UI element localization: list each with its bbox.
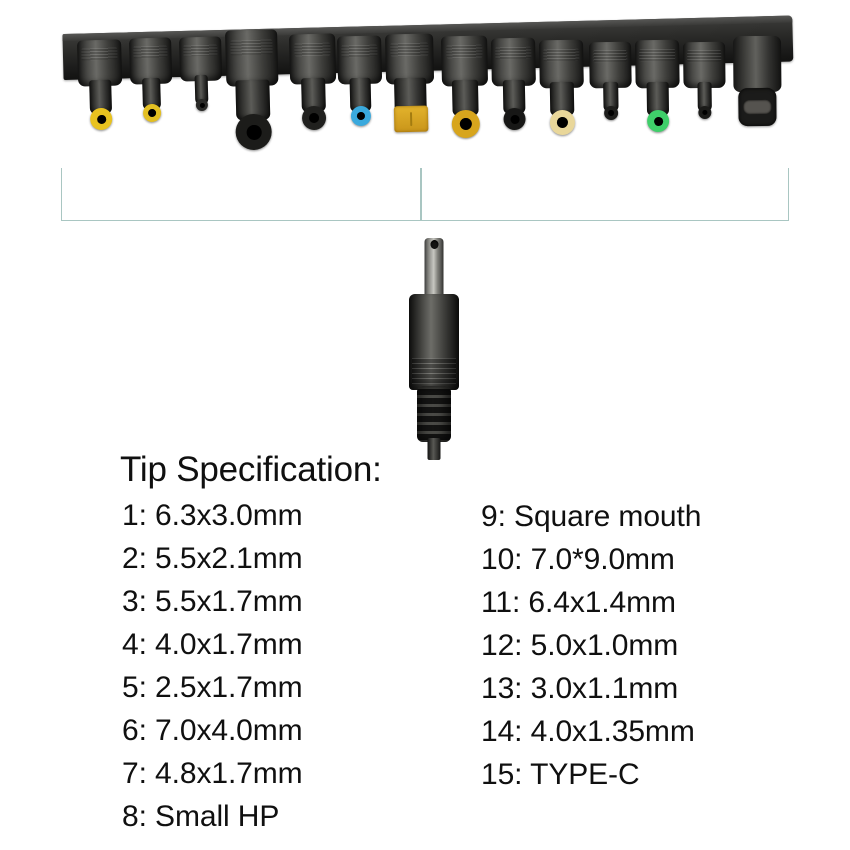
tip-usb-type-c [733,35,782,176]
spec-row-14: 14: 4.0x1.35mm [481,715,695,748]
plug-strain-relief [417,386,451,442]
tip-black-pin-small [589,41,632,133]
tip-center-hole [702,109,708,116]
tip-center-hole [245,124,262,140]
page-title: Tip Specification: [120,450,382,489]
square-mouth-face [393,105,429,132]
tip-center-hole [308,112,320,124]
tip-center-hole [653,116,663,126]
tip-body [225,29,279,87]
tip-center-hole [509,114,520,124]
tip-yellow-barrel-small [129,37,174,134]
tip-face-ring [451,109,481,139]
spec-row-4: 4: 4.0x1.7mm [122,628,303,661]
spec-row-10: 10: 7.0*9.0mm [481,543,675,576]
tip-body [733,35,782,93]
spec-list-right: 9: Square mouth 10: 7.0*9.0mm 11: 6.4x1.4m… [481,495,701,796]
tip-center-hole [96,114,106,124]
tip-face-ring [503,107,526,131]
tip-cream-ring-barrel [539,39,585,148]
spec-row-13: 13: 3.0x1.1mm [481,672,679,705]
tip-face-ring [646,109,670,133]
tip-center-hole [356,111,366,121]
tip-black-barrel-medium [289,33,338,142]
tip-black-barrel-micro [179,36,223,123]
tip-face-ring [235,113,273,151]
tip-face-ring [301,105,327,131]
bracket-right-group [420,168,789,221]
plug-body-shell [409,294,459,390]
tip-center-hole [147,108,157,118]
tip-lenovo-square-mouth [385,33,436,154]
connector-tips-group [55,18,800,151]
plug-cable [427,438,441,460]
tip-gold-ring-barrel [441,35,489,151]
connector-tip-tray [55,15,800,151]
spec-row-5: 5: 2.5x1.7mm [122,671,303,704]
tip-face-ring [195,98,209,112]
dc-barrel-plug [399,238,469,460]
tip-blue-ring-barrel [337,35,383,138]
bracket-left-group [61,168,422,221]
tip-center-hole [556,116,569,129]
tip-face-ring [698,105,712,120]
tip-center-hole [199,102,205,108]
tip-face-ring [142,103,162,123]
tip-center-hole [459,117,472,131]
tip-green-ring-barrel [635,39,680,145]
tip-face-ring [549,109,576,136]
tip-face-ring [350,105,372,127]
tip-body [385,33,435,85]
tip-black-pin-tiny [683,41,726,132]
spec-row-15: 15: TYPE-C [481,758,640,791]
spec-row-9: 9: Square mouth [481,500,702,533]
spec-row-12: 12: 5.0x1.0mm [481,629,679,662]
spec-row-1: 1: 6.3x3.0mm [122,499,303,532]
spec-row-11: 11: 6.4x1.4mm [481,586,676,619]
spec-row-3: 3: 5.5x1.7mm [122,585,303,618]
spec-row-8: 8: Small HP [122,800,280,833]
spec-row-7: 7: 4.8x1.7mm [122,757,303,790]
tip-body [441,35,489,87]
tip-body [289,33,337,85]
spec-list-left: 1: 6.3x3.0mm 2: 5.5x2.1mm 3: 5.5x1.7mm 4: 4… [122,494,303,838]
tip-center-hole [608,109,615,117]
type-c-port-face [738,87,777,126]
tip-face-ring [89,107,113,131]
spec-row-6: 6: 7.0x4.0mm [122,714,303,747]
tip-black-ring-barrel [491,37,537,143]
tip-yellow-barrel-large [77,39,124,142]
plug-metal-tip [424,238,444,300]
tip-black-barrel-xl [225,29,280,162]
tip-face-ring [604,105,619,121]
spec-row-2: 2: 5.5x2.1mm [122,542,303,575]
